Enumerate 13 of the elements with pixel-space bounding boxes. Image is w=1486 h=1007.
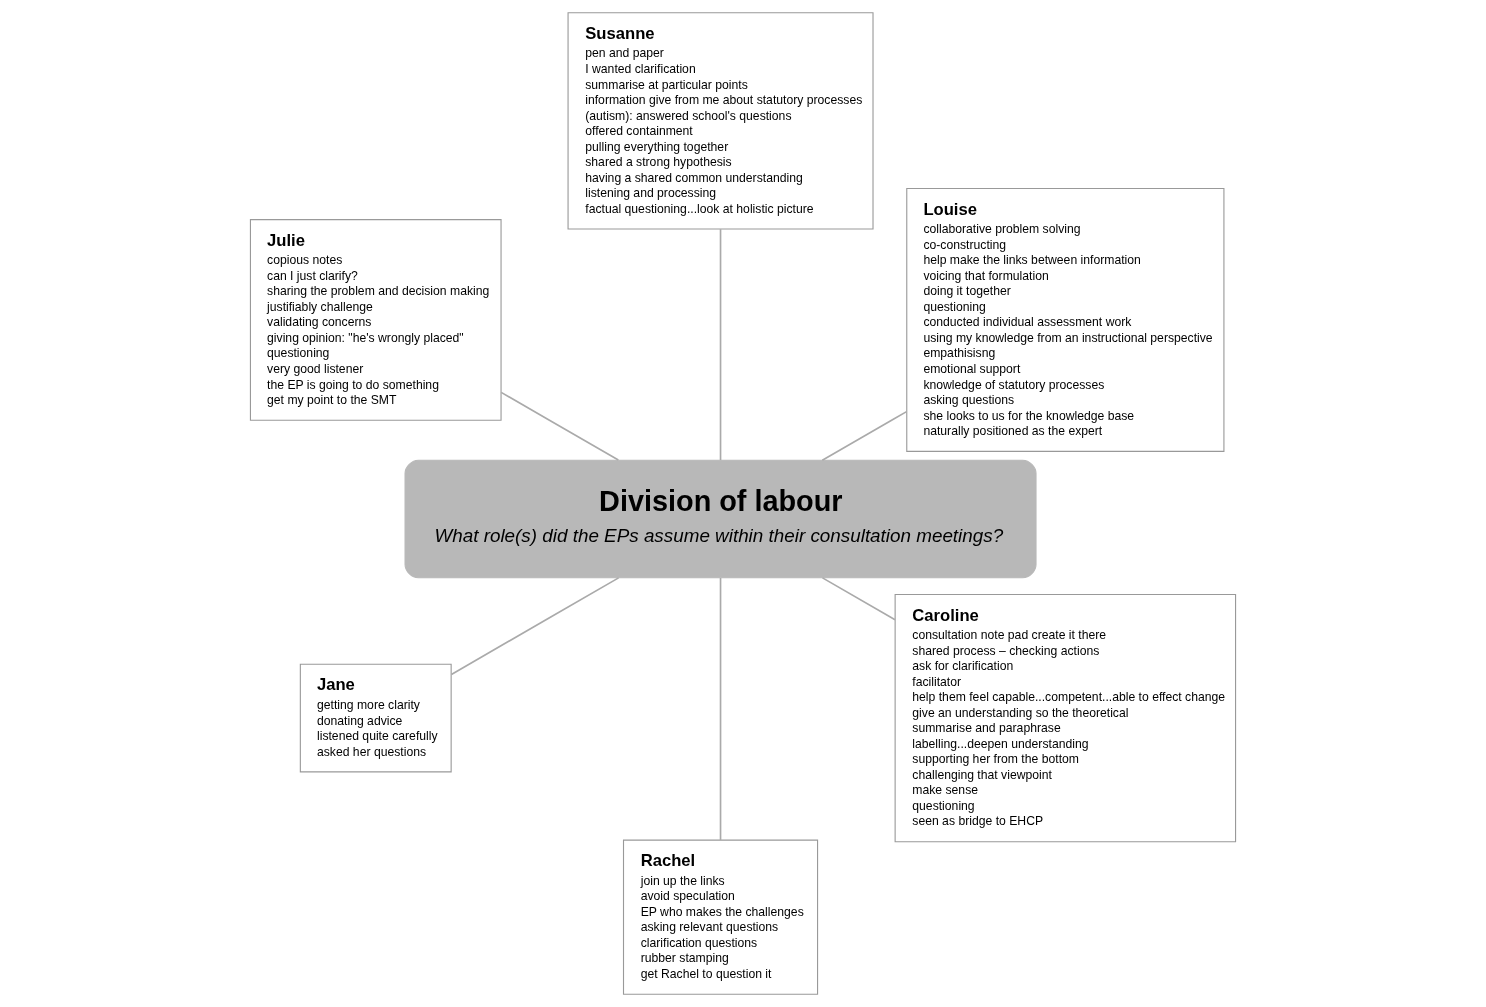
connector — [450, 577, 620, 676]
connector — [500, 391, 620, 461]
connector — [719, 577, 722, 841]
connector — [719, 228, 722, 461]
node-box: Caroline consultation note pad create it there shared process – checking actions ask for clarification facilitator help them feel capable...competent...able to effect change give an understanding so the theoretical summarise and paraphrase labelling...deepen understanding supporting her from the bottom challenging that viewpoint make sense questioning seen as bridge to EHCP — [894, 593, 1237, 843]
node-box: Rachel join up the links avoid speculation EP who makes the challenges asking relevant questions clarification questions rubber stamping get Rachel to question it — [622, 839, 819, 995]
node-box: Louise collaborative problem solving co-constructing help make the links between information voicing that formulation doing it together questioning conducted individual assessment work using my knowledge from an instructional perspective empathisisng emotional support knowledge of statutory processes asking questions she looks to us for the knowledge base naturally positioned as the expert — [906, 188, 1225, 452]
connector — [821, 577, 896, 621]
connector — [821, 410, 908, 462]
node-box: Division of labour What role(s) did the EPs assume within their consultation meetings? — [404, 459, 1037, 579]
node-box: Susanne pen and paper I wanted clarification summarise at particular points information give from me about statutory processes (autism): answered school's questions offered containment pulling everything together shared a strong hypothesis having a shared common understanding listening and processing factual questioning...look at holistic picture — [567, 12, 874, 230]
node-box: Jane getting more clarity donating advice listened quite carefully asked her questions — [299, 663, 452, 773]
node-box: Julie copious notes can I just clarify? sharing the problem and decision making justifiably challenge validating concerns giving opinion: "he's wrongly placed" questioning very good listener the EP is going to do something get my point to the SMT — [249, 219, 502, 421]
